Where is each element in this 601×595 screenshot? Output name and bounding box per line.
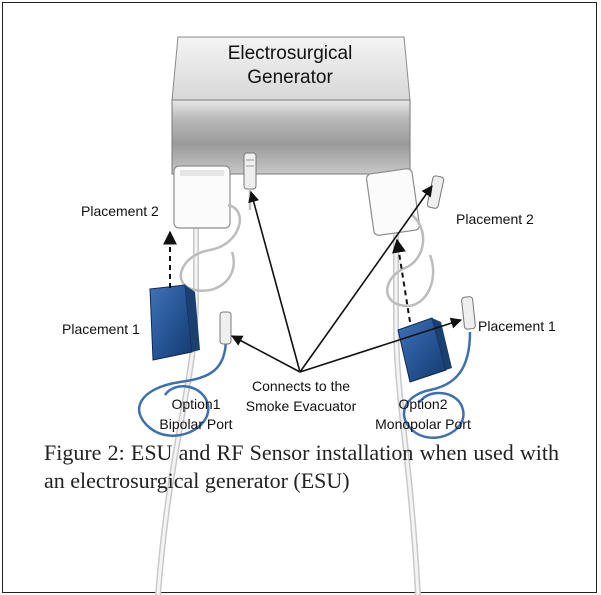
connect-arrows (231, 185, 463, 373)
main-cable-right (393, 176, 421, 595)
placement1-right-label: Placement 1 (478, 318, 556, 334)
option1-line2: Bipolar Port (159, 416, 233, 432)
connects-line1: Connects to the (251, 378, 351, 394)
generator-box (171, 36, 411, 175)
dashed-arrow-right (392, 238, 411, 323)
connects-line2: Smoke Evacuator (245, 398, 357, 414)
connector-white-right (426, 175, 445, 209)
connects-label: Connects to the Smoke Evacuator (236, 376, 366, 416)
option1-line1: Option1 (171, 396, 221, 412)
white-sensor-right (365, 168, 435, 308)
blue-cable-left (137, 311, 232, 437)
figure-caption: Figure 2: ESU and RF Sensor installation… (44, 440, 559, 493)
placement1-left-label: Placement 1 (62, 321, 140, 337)
placement2-left-label: Placement 2 (81, 203, 159, 219)
option2-line1: Option2 (398, 396, 448, 412)
option1-label: Option1 Bipolar Port (146, 394, 246, 434)
generator-title-line1: Electrosurgical (227, 43, 353, 64)
generator-title: Electrosurgical Generator (180, 42, 400, 90)
generator-title-line2: Generator (247, 67, 333, 88)
option2-line2: Monopolar Port (375, 416, 471, 432)
blue-cable-right (402, 296, 476, 440)
option2-label: Option2 Monopolar Port (358, 394, 488, 434)
placement2-right-label: Placement 2 (456, 211, 534, 227)
white-sensor-left (173, 165, 242, 293)
blue-sensor-right (397, 317, 452, 383)
blue-sensor-left (149, 284, 200, 361)
